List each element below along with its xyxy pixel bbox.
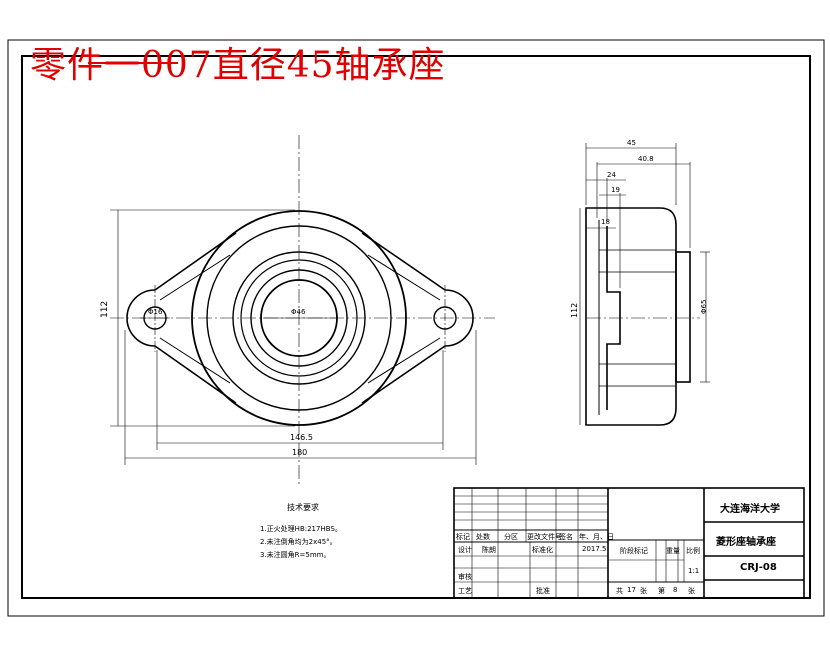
scale-value: 1:1 <box>688 567 700 575</box>
tech-line-1: 1.正火处理HB:217HBS。 <box>260 525 342 533</box>
dim-front-width: 180 <box>292 448 307 457</box>
designer-name: 陈朗 <box>482 546 496 554</box>
hdr-zone: 分区 <box>504 533 518 541</box>
hdr-sign: 签名 <box>559 533 573 541</box>
dim-side-dia: Φ65 <box>700 300 708 314</box>
tech-line-2: 2.未注倒角均为2x45°。 <box>260 538 337 546</box>
dim-front-bore: Φ46 <box>291 308 306 316</box>
sheet-no: 8 <box>673 586 678 594</box>
scale-label: 比例 <box>686 547 700 555</box>
dim-front-hole-span: 146.5 <box>290 433 313 442</box>
sheets-total: 17 <box>627 586 636 594</box>
dim-front-height: 112 <box>100 301 110 318</box>
dim-side-24: 24 <box>607 171 616 179</box>
school-name: 大连海洋大学 <box>720 504 780 515</box>
side-view <box>579 143 710 426</box>
approve-label: 批准 <box>536 587 550 595</box>
drawing-number: CRJ-08 <box>740 562 777 573</box>
standardization-label: 标准化 <box>532 546 553 554</box>
tech-line-3: 3.未注圆角R=5mm。 <box>260 551 331 559</box>
sheets-unit-1: 张 <box>640 587 647 595</box>
title-block <box>453 487 805 599</box>
dim-front-hole: Φ16 <box>148 308 163 316</box>
stage-mark-label: 阶段标记 <box>620 547 648 555</box>
dim-side-40-8: 40.8 <box>638 155 654 163</box>
tech-heading: 技术要求 <box>287 503 319 512</box>
review-label: 审核 <box>458 573 472 581</box>
banner-strike <box>88 62 178 64</box>
process-label: 工艺 <box>458 587 472 595</box>
inner-frame <box>21 55 811 599</box>
dim-side-height: 112 <box>570 303 579 318</box>
design-label: 设计 <box>458 546 472 554</box>
sheets-unit-2: 张 <box>688 587 695 595</box>
hdr-count: 处数 <box>476 533 490 541</box>
part-name: 菱形座轴承座 <box>716 537 776 548</box>
dim-side-45: 45 <box>627 139 636 147</box>
sheet-label: 第 <box>658 587 665 595</box>
outer-frame <box>7 39 825 617</box>
weight-label: 重量 <box>666 547 680 555</box>
dim-side-18: 18 <box>601 218 610 226</box>
banner-title: 零件一007直径45轴承座 <box>30 45 446 86</box>
design-date: 2017.5 <box>582 545 607 553</box>
front-view <box>110 135 495 485</box>
hdr-changefile: 更改文件号 <box>527 533 562 541</box>
dim-side-19: 19 <box>611 186 620 194</box>
sheets-total-label: 共 <box>616 587 623 595</box>
hdr-date: 年、月、日 <box>579 533 614 541</box>
hdr-mark: 标记 <box>456 533 470 541</box>
